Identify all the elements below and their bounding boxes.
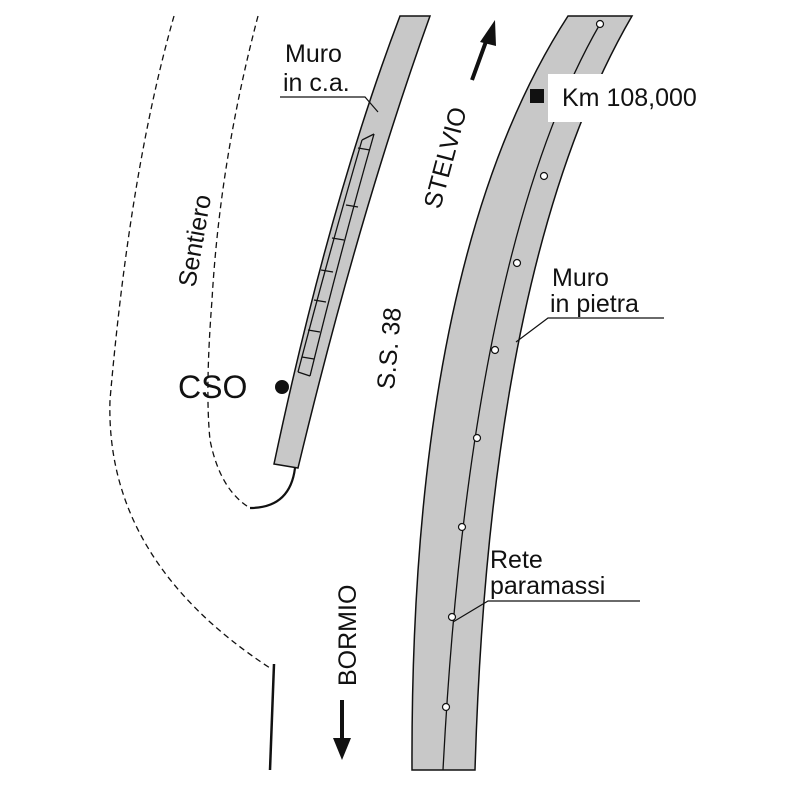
stone-wall-label-line1: Muro: [552, 264, 609, 292]
rete-leader: [452, 600, 640, 623]
stone-wall: [411, 15, 634, 771]
road-label: S.S. 38: [372, 306, 407, 390]
cso-label: CSO: [178, 369, 247, 405]
rete-post: [472, 433, 482, 443]
rete-label-line2: paramassi: [490, 572, 605, 600]
stelvio-arrow-icon: [470, 20, 496, 81]
footpath-label: Sentiero: [173, 192, 217, 289]
boundary-solid-line: [268, 663, 276, 771]
rete-post: [441, 702, 451, 712]
cso-station-icon: [275, 380, 289, 394]
rete-post: [457, 522, 467, 532]
km-marker-icon: [530, 89, 544, 103]
rete-post: [447, 612, 457, 622]
bormio-direction-label: BORMIO: [334, 585, 362, 686]
concrete-wall: [273, 15, 432, 469]
rete-post: [539, 171, 549, 181]
bormio-arrow-icon: [333, 700, 351, 760]
footpath-link-solid: [249, 467, 297, 510]
rete-label-line1: Rete: [490, 546, 543, 574]
wall-rail-detail: [297, 133, 375, 377]
rete-post: [595, 19, 605, 29]
concrete-wall-leader: [280, 96, 379, 113]
concrete-wall-label-line2: in c.a.: [283, 69, 350, 97]
km-marker-label: Km 108,000: [562, 84, 697, 112]
concrete-wall-label-line1: Muro: [285, 40, 342, 68]
rockfall-net-posts: [441, 19, 605, 712]
stone-wall-label-line2: in pietra: [550, 290, 639, 318]
rete-post: [490, 345, 500, 355]
footpath-outer-edge: [109, 15, 271, 669]
rete-post: [512, 258, 522, 268]
footpath-inner-edge: [207, 15, 259, 509]
km-marker-box: [548, 74, 728, 122]
stelvio-direction-label: STELVIO: [419, 104, 473, 211]
stone-wall-leader: [515, 317, 664, 343]
